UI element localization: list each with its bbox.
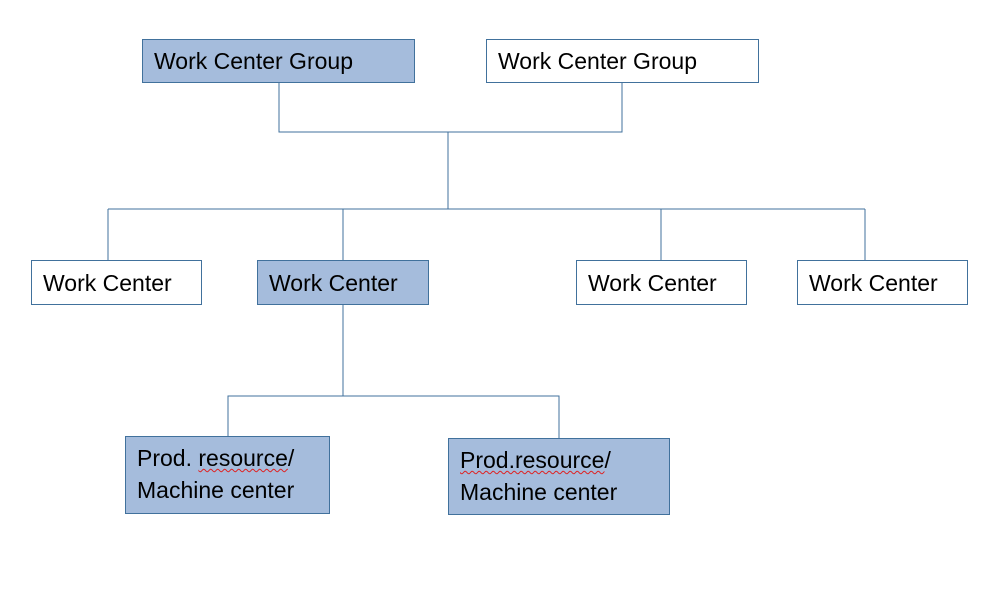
work-center-group-box: Work Center Group (142, 39, 415, 83)
connector-resources-bus (227, 395, 560, 438)
prod-resource-term: resource (198, 445, 288, 471)
prod-resource-slash: / (604, 447, 611, 473)
connector-groups (278, 83, 623, 133)
work-center-box: Work Center (797, 260, 968, 305)
work-center-label: Work Center (809, 269, 938, 296)
work-center-group-label: Work Center Group (154, 48, 353, 74)
prod-resource-slash: / (287, 445, 295, 471)
work-center-box: Work Center (257, 260, 429, 305)
prod-resource-term: Prod.resource (460, 447, 605, 473)
prod-resource-line-1: Prod.resource/ (460, 444, 669, 476)
prod-resource-prefix: Prod. (137, 445, 199, 471)
work-center-group-box: Work Center Group (486, 39, 759, 83)
work-center-box: Work Center (576, 260, 747, 305)
work-center-label: Work Center (43, 269, 172, 296)
prod-resource-line-2: Machine center (137, 477, 295, 503)
prod-resource-box: Prod. resource/ Machine center (125, 436, 330, 514)
prod-resource-line-1: Prod. resource/ (137, 442, 329, 474)
work-center-label: Work Center (588, 269, 717, 296)
work-center-box: Work Center (31, 260, 202, 305)
work-center-label: Work Center (269, 269, 398, 296)
prod-resource-box: Prod.resource/ Machine center (448, 438, 670, 515)
prod-resource-line-2: Machine center (460, 479, 618, 505)
work-center-group-label: Work Center Group (498, 48, 697, 74)
